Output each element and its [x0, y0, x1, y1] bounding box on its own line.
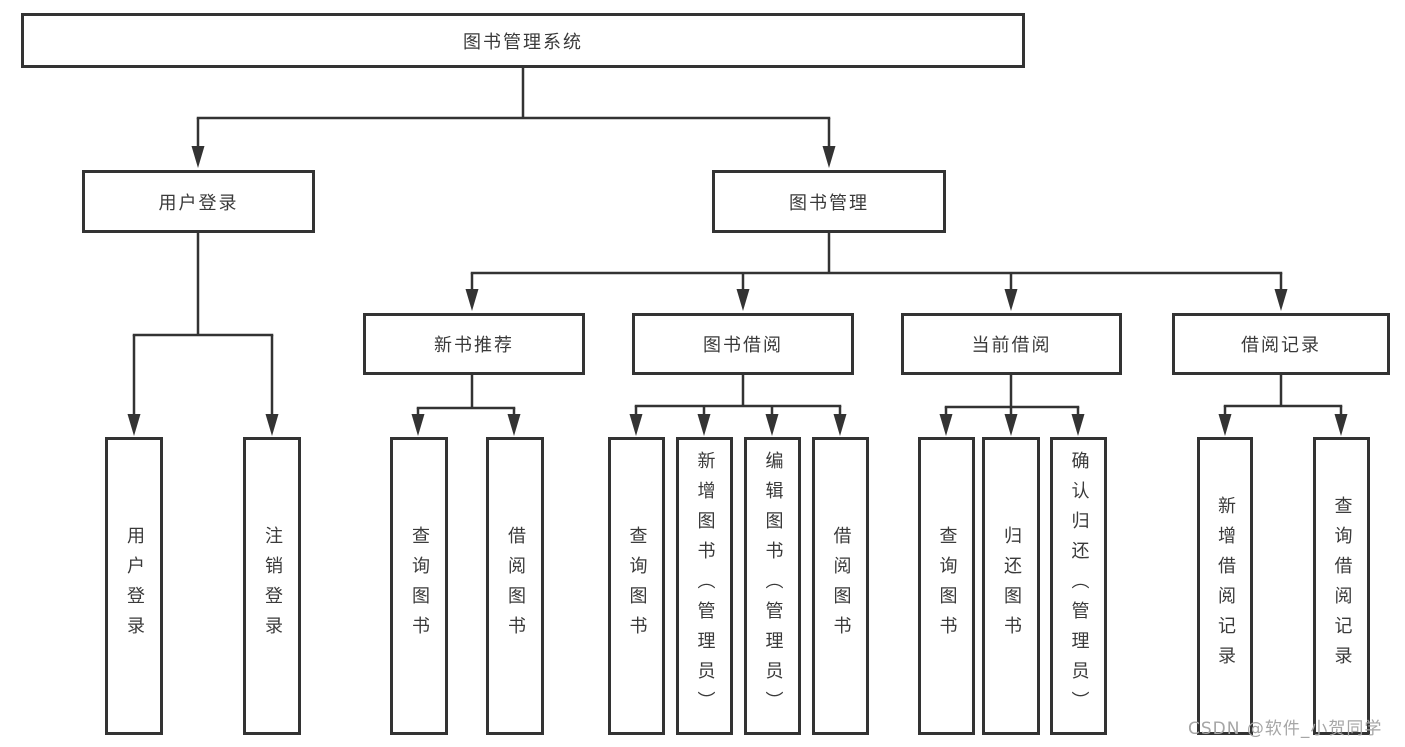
node-book-borrow: 图书借阅 — [632, 313, 854, 375]
arrow-down-icon — [127, 414, 141, 436]
leaf-return-book: 归还图书 — [982, 437, 1040, 735]
leaf-query-book-b-label: 查询图书 — [626, 526, 648, 646]
leaf-add-book-admin: 新增图书（管理员） — [676, 437, 733, 735]
node-root-label: 图书管理系统 — [463, 31, 583, 53]
arrow-down-icon — [736, 289, 750, 311]
arrow-down-icon — [411, 414, 425, 436]
node-root: 图书管理系统 — [21, 13, 1025, 68]
leaf-query-book-a-label: 查询图书 — [409, 526, 430, 646]
arrow-down-icon — [697, 414, 711, 436]
arrow-down-icon — [765, 414, 779, 436]
arrow-down-icon — [629, 414, 643, 436]
arrow-down-icon — [1004, 414, 1018, 436]
arrow-down-icon — [822, 146, 836, 168]
node-current-borrow: 当前借阅 — [901, 313, 1122, 375]
leaf-borrow-book-b-label: 借阅图书 — [830, 526, 852, 646]
arrow-down-icon — [1071, 414, 1085, 436]
node-new-book-rec-label: 新书推荐 — [434, 335, 514, 356]
arrow-down-icon — [1004, 289, 1018, 311]
leaf-query-book-a: 查询图书 — [390, 437, 448, 735]
leaf-add-borrow-record: 新增借阅记录 — [1197, 437, 1253, 735]
arrow-down-icon — [465, 289, 479, 311]
leaf-edit-book-admin-label: 编辑图书（管理员） — [762, 451, 784, 721]
arrow-down-icon — [1218, 414, 1232, 436]
arrow-down-icon — [1274, 289, 1288, 311]
leaf-edit-book-admin: 编辑图书（管理员） — [744, 437, 801, 735]
leaf-borrow-book-a: 借阅图书 — [486, 437, 544, 735]
arrow-down-icon — [939, 414, 953, 436]
arrow-down-icon — [507, 414, 521, 436]
leaf-query-book-b: 查询图书 — [608, 437, 665, 735]
arrow-down-icon — [833, 414, 847, 436]
leaf-logout-label: 注销登录 — [262, 526, 283, 646]
node-user-login-label: 用户登录 — [158, 192, 239, 214]
leaf-query-borrow-record: 查询借阅记录 — [1313, 437, 1370, 735]
leaf-return-book-label: 归还图书 — [1001, 526, 1022, 646]
node-book-mgmt: 图书管理 — [712, 170, 946, 233]
leaf-confirm-return-admin-label: 确认归还（管理员） — [1068, 451, 1090, 721]
node-user-login: 用户登录 — [82, 170, 315, 233]
leaf-confirm-return-admin: 确认归还（管理员） — [1050, 437, 1107, 735]
leaf-borrow-book-a-label: 借阅图书 — [505, 526, 526, 646]
arrow-down-icon — [1334, 414, 1348, 436]
node-borrow-record: 借阅记录 — [1172, 313, 1390, 375]
leaf-logout: 注销登录 — [243, 437, 301, 735]
node-book-borrow-label: 图书借阅 — [703, 335, 783, 356]
node-book-mgmt-label: 图书管理 — [789, 192, 869, 214]
arrow-down-icon — [265, 414, 279, 436]
watermark: CSDN @软件_小贺同学 — [1188, 719, 1383, 739]
arrow-down-icon — [191, 146, 205, 168]
leaf-user-login-label: 用户登录 — [124, 526, 145, 646]
leaf-user-login: 用户登录 — [105, 437, 163, 735]
leaf-query-borrow-record-label: 查询借阅记录 — [1331, 496, 1353, 676]
leaf-add-book-admin-label: 新增图书（管理员） — [694, 451, 716, 721]
leaf-add-borrow-record-label: 新增借阅记录 — [1215, 496, 1236, 676]
leaf-query-book-c-label: 查询图书 — [936, 526, 958, 646]
node-new-book-rec: 新书推荐 — [363, 313, 585, 375]
node-current-borrow-label: 当前借阅 — [971, 335, 1052, 356]
node-borrow-record-label: 借阅记录 — [1241, 335, 1321, 356]
leaf-query-book-c: 查询图书 — [918, 437, 975, 735]
leaf-borrow-book-b: 借阅图书 — [812, 437, 869, 735]
